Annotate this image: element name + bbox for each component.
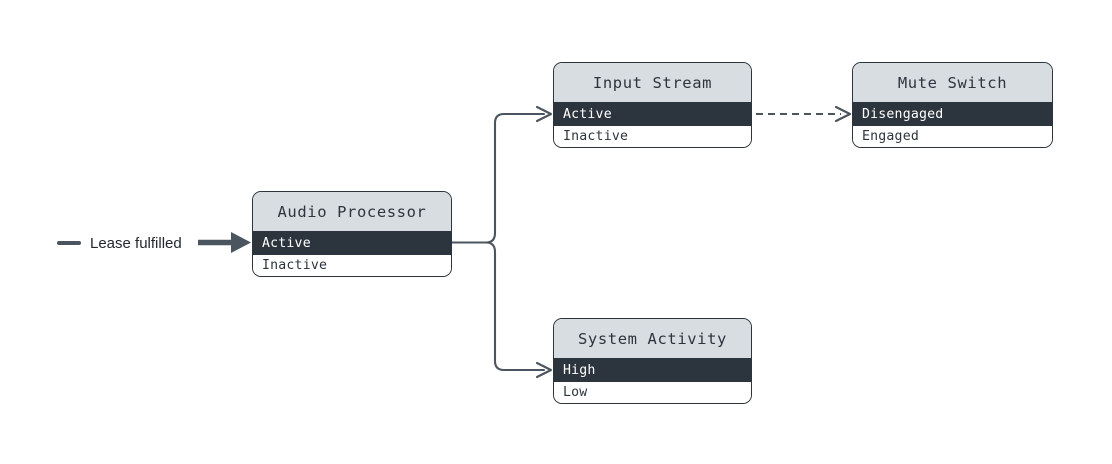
node-row-active[interactable]: Disengaged (853, 103, 1052, 125)
node-row-active[interactable]: Active (253, 232, 451, 254)
node-audio-processor[interactable]: Audio Processor Active Inactive (252, 191, 452, 277)
node-row-active[interactable]: Active (554, 103, 751, 125)
node-row-inactive[interactable]: Inactive (554, 125, 751, 147)
node-title: System Activity (554, 319, 751, 359)
entry-label-text: Lease fulfilled (90, 234, 182, 252)
connector-input-stream-to-mute-switch (756, 105, 852, 123)
node-title: Mute Switch (853, 63, 1052, 103)
node-input-stream[interactable]: Input Stream Active Inactive (553, 62, 752, 148)
connector-audio-to-system-activity (450, 241, 553, 379)
node-row-inactive[interactable]: Engaged (853, 125, 1052, 147)
node-row-active[interactable]: High (554, 359, 751, 381)
node-row-inactive[interactable]: Low (554, 381, 751, 403)
node-system-activity[interactable]: System Activity High Low (553, 318, 752, 404)
node-title: Audio Processor (253, 192, 451, 232)
node-title: Input Stream (554, 63, 751, 103)
connector-audio-to-input-stream (450, 105, 553, 244)
entry-dash-icon (57, 241, 81, 245)
node-row-inactive[interactable]: Inactive (253, 254, 451, 276)
entry-label: Lease fulfilled (57, 232, 182, 254)
entry-arrow (198, 232, 251, 253)
node-mute-switch[interactable]: Mute Switch Disengaged Engaged (852, 62, 1053, 148)
